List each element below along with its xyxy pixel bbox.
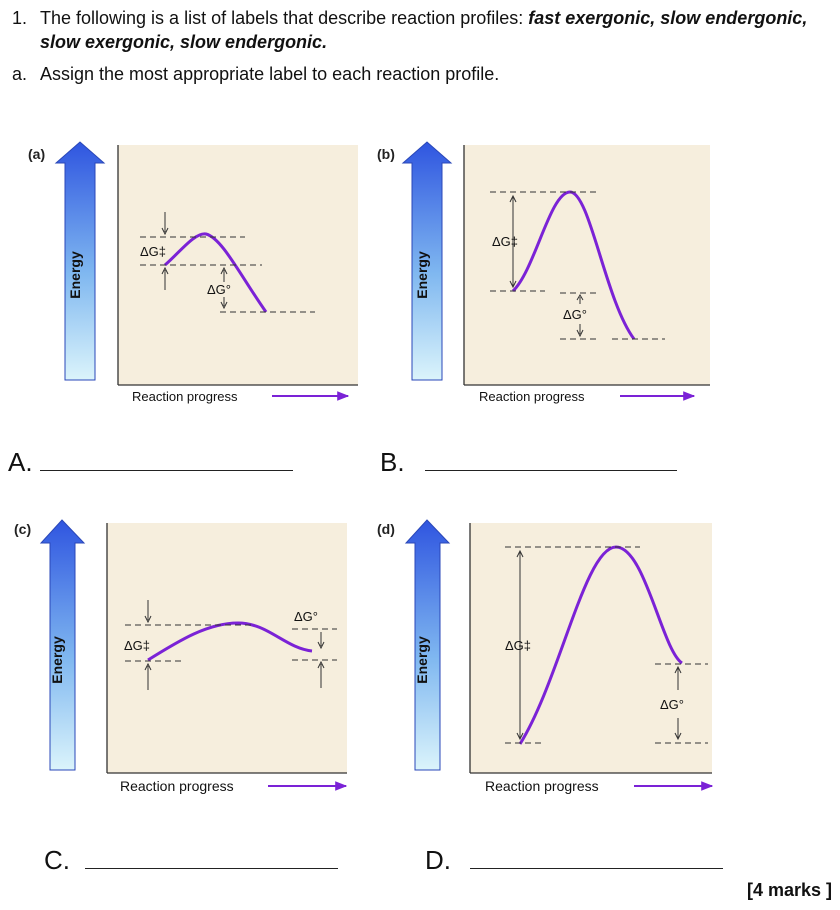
question-number: 1.	[12, 8, 28, 28]
energy-label: Energy	[414, 636, 430, 684]
part-text: Assign the most appropriate label to eac…	[40, 64, 500, 84]
panel-c-letter: (c)	[14, 521, 32, 537]
delta-g-standard-label: ΔG°	[207, 282, 231, 297]
plot-area	[118, 145, 358, 385]
panel-c: Energy ΔG‡ ΔG° Reaction progress	[39, 519, 348, 794]
answer-d-letter: D.	[425, 845, 451, 875]
energy-arrow-icon	[404, 519, 451, 771]
answer-c-line[interactable]	[85, 868, 338, 869]
energy-arrow-icon	[401, 141, 453, 381]
panel-b: Energy ΔG‡ ΔG° Reaction progress	[401, 141, 710, 404]
part-number: a.	[12, 64, 28, 84]
panel-b-letter: (b)	[377, 146, 395, 162]
reaction-curve	[518, 545, 683, 745]
answer-a-letter: A.	[8, 447, 33, 477]
delta-g-standard-label: ΔG°	[660, 697, 684, 712]
panel-d: Energy ΔG‡ ΔG° Reaction progress	[404, 519, 714, 794]
delta-g-activation-label: ΔG‡	[492, 234, 518, 249]
panel-a: Energy ΔG‡ ΔG° Reaction progress	[54, 141, 358, 404]
answer-d-line[interactable]	[470, 868, 723, 869]
reaction-curve	[147, 621, 313, 662]
plot-area	[464, 145, 710, 385]
progress-label: Reaction progress	[120, 778, 234, 794]
energy-arrow-icon	[54, 141, 106, 381]
progress-label: Reaction progress	[132, 389, 238, 404]
question-lead: The following is a list of labels that d…	[40, 8, 529, 28]
delta-g-activation-label: ΔG‡	[140, 244, 166, 259]
delta-g-activation-label: ΔG‡	[124, 638, 150, 653]
answer-b-line[interactable]	[425, 470, 677, 471]
progress-label: Reaction progress	[485, 778, 599, 794]
labels-list: fast exergonic, slow endergonic, slow ex…	[40, 8, 808, 52]
answer-a-line[interactable]	[40, 470, 293, 471]
delta-g-activation-label: ΔG‡	[505, 638, 531, 653]
answer-c-letter: C.	[44, 845, 70, 875]
energy-label: Energy	[49, 636, 65, 684]
energy-label: Energy	[67, 251, 83, 299]
plot-area	[107, 523, 347, 773]
marks-label: [4 marks ]	[746, 880, 832, 900]
panel-a-letter: (a)	[28, 146, 46, 162]
reaction-curve	[164, 232, 268, 313]
delta-g-standard-label: ΔG°	[294, 609, 318, 624]
answer-b-letter: B.	[380, 447, 405, 477]
energy-label: Energy	[414, 251, 430, 299]
energy-arrow-icon	[39, 519, 86, 771]
progress-label: Reaction progress	[479, 389, 585, 404]
panel-d-letter: (d)	[377, 521, 395, 537]
question-text: The following is a list of labels that d…	[40, 6, 835, 54]
delta-g-standard-label: ΔG°	[563, 307, 587, 322]
